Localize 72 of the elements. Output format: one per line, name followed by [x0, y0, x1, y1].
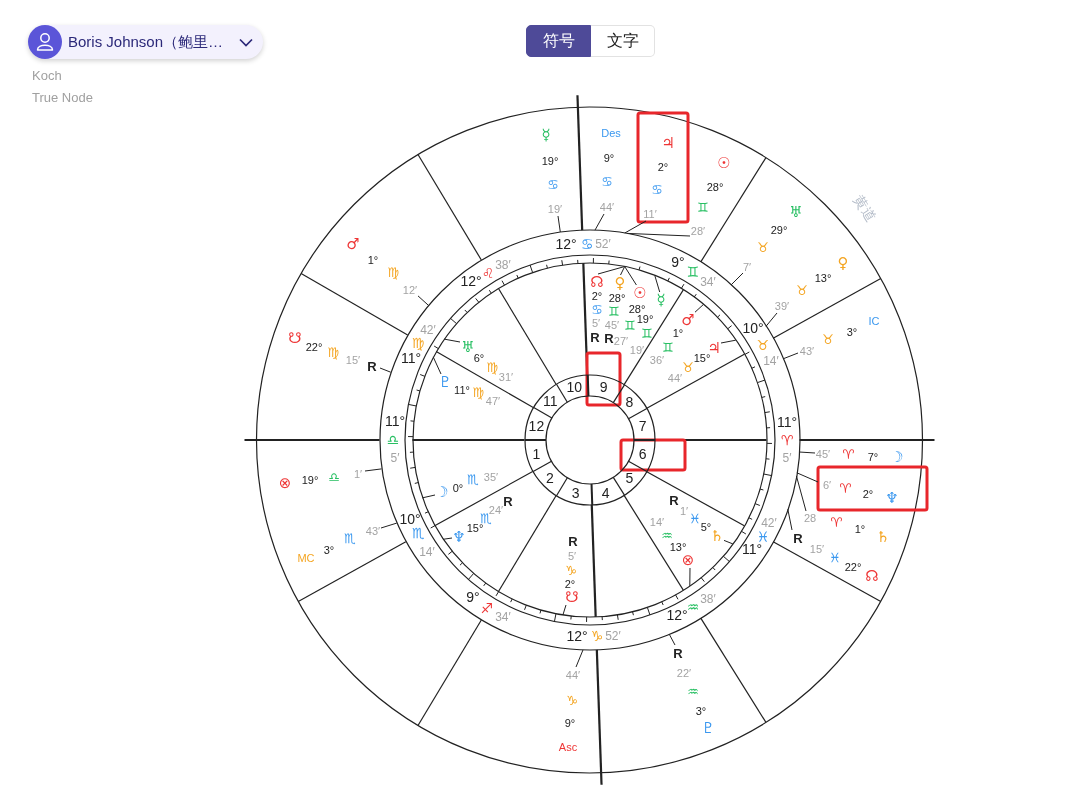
zodiac-sign: ♒ [687, 684, 699, 698]
degree-value: 9° [564, 717, 576, 729]
minute-value: 44′ [565, 669, 581, 681]
planet-symbol: ☿ [541, 127, 551, 143]
minute-value: 45′ [815, 448, 831, 460]
leader-line [364, 468, 382, 472]
zodiac-sign: ♓ [829, 550, 841, 564]
minute-value: 43′ [365, 525, 381, 537]
minute-value: 44′ [599, 201, 615, 213]
leader-line [594, 213, 605, 231]
degree-value: 1° [367, 254, 379, 266]
minute-value: 22′ [676, 667, 692, 679]
zodiac-sign: ♏ [344, 531, 356, 545]
person-dropdown: Boris Johnson（鲍里… [28, 25, 263, 59]
zodiac-sign: ♋ [547, 177, 559, 191]
retrograde-mark: R [367, 359, 377, 373]
degree-value: 2° [862, 488, 874, 500]
degree-value: 28° [706, 181, 724, 193]
chart-angle-label: Des [601, 127, 621, 139]
planet-symbol: ☊ [865, 568, 879, 584]
leader-line [798, 451, 816, 454]
degree-value: 19° [301, 474, 319, 486]
minute-value: 15′ [809, 543, 825, 555]
planet-symbol: ⊗ [278, 475, 292, 491]
setting-label: True Node [32, 91, 93, 104]
degree-value: 9° [603, 152, 615, 164]
leader-line [575, 649, 584, 668]
degree-value: 19° [541, 155, 559, 167]
planet-symbol: ♇ [701, 720, 715, 736]
planet-symbol: ♄ [876, 529, 890, 545]
minute-value: 28 [803, 512, 817, 524]
view-toggle-tab: 符号 [526, 25, 591, 57]
chart-angle-label: IC [868, 315, 880, 327]
minute-value: 1′ [353, 468, 363, 480]
degree-value: 3° [323, 544, 335, 556]
planet-symbol: ☉ [717, 155, 731, 171]
zodiac-sign: ♑ [566, 693, 578, 707]
minute-value: 11′ [643, 208, 657, 220]
degree-value: 22° [844, 561, 862, 573]
zodiac-sign: ♈ [839, 481, 851, 495]
degree-value: 7° [867, 451, 879, 463]
minute-value: 15′ [345, 354, 361, 366]
degree-value: 3° [695, 705, 707, 717]
zodiac-sign: ♋ [651, 182, 663, 196]
chart-angle-label: MC [297, 552, 315, 564]
ring-label: 黄道 [851, 192, 879, 224]
zodiac-sign: ♈ [830, 515, 842, 529]
setting-label: Koch [32, 69, 62, 82]
zodiac-sign: ♎ [328, 470, 340, 484]
view-toggle-tab: 文字 [591, 25, 655, 57]
minute-value: 19′ [547, 203, 563, 215]
degree-value: 2° [657, 161, 669, 173]
planet-symbol: ☋ [288, 330, 302, 346]
planet-symbol: ♃ [661, 135, 675, 151]
minute-value: 43′ [799, 345, 815, 357]
chart-angle-label: Asc [558, 741, 578, 753]
planet-symbol: ☽ [890, 449, 904, 465]
zodiac-sign: ♋ [601, 174, 613, 188]
degree-value: 1° [854, 523, 866, 535]
degree-value: 3° [846, 326, 858, 338]
zodiac-sign: ♈ [842, 447, 854, 461]
zodiac-sign: ♍ [327, 345, 339, 359]
degree-value: 13° [814, 272, 832, 284]
planet-symbol: ♀ [837, 255, 849, 271]
zodiac-sign: ♉ [822, 332, 834, 346]
minute-value: 6′ [822, 479, 832, 491]
degree-value: 22° [305, 341, 323, 353]
planet-symbol: ♂ [346, 236, 360, 252]
leader-line [796, 472, 819, 483]
zodiac-sign: ♊ [697, 200, 709, 214]
planet-symbol: ♆ [885, 490, 899, 506]
planet-symbol: ♅ [789, 204, 803, 220]
